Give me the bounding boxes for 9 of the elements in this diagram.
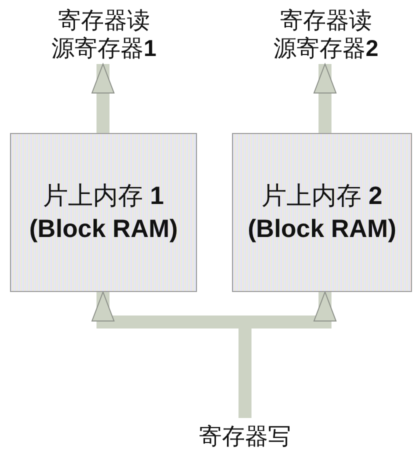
- port-label: 寄存器写: [199, 423, 291, 451]
- block-arrow: [92, 64, 114, 133]
- memory-block: [10, 133, 197, 292]
- port-label: 寄存器读源寄存器1: [50, 7, 158, 63]
- block-arrow: [314, 64, 336, 133]
- block-title: 片上内存 2 (Block RAM): [246, 181, 398, 244]
- memory-block: [232, 133, 412, 292]
- port-label: 寄存器读源寄存器2: [272, 7, 380, 63]
- block-title: 片上内存 1 (Block RAM): [28, 181, 179, 244]
